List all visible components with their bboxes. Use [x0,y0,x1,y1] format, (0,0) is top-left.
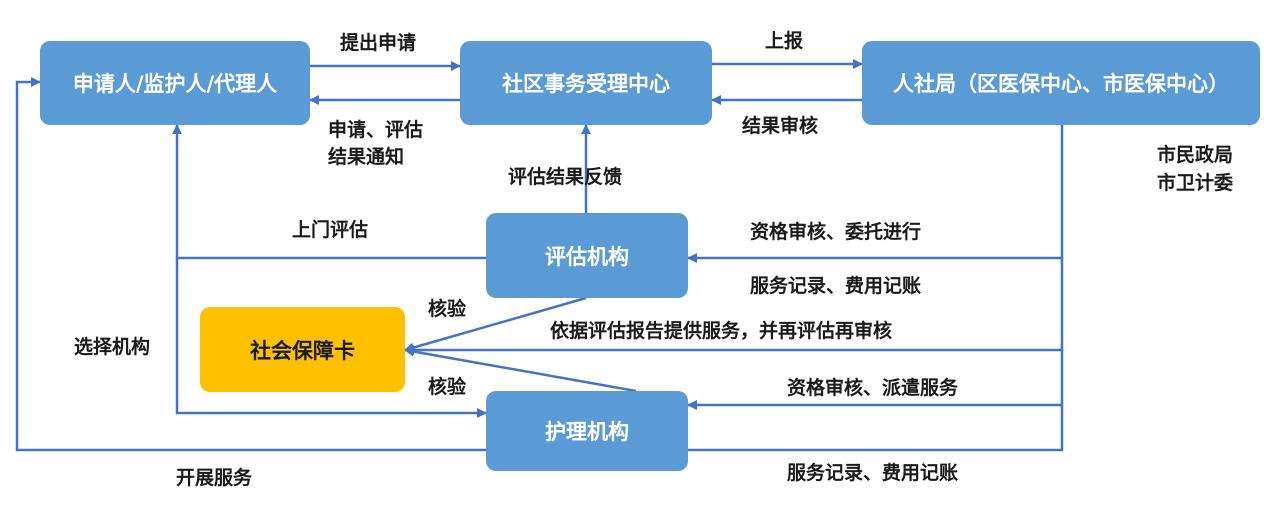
label-record-billing-2: 服务记录、费用记账 [787,462,959,484]
node-assessment: 评估机构 [486,213,688,298]
label-choose: 选择机构 [74,336,151,358]
label-record-billing-1: 服务记录、费用记账 [750,275,922,297]
label-report: 上报 [765,30,804,52]
label-notify-2: 结果通知 [328,146,405,168]
label-qualify-entrust: 资格审核、委托进行 [750,221,922,243]
label-qualify-dispatch: 资格审核、派遣服务 [787,377,959,399]
label-provide-service: 依据评估报告提供服务，并再评估再审核 [550,320,893,342]
line-record-billing [688,405,1064,452]
arrow-verify-2 [404,346,637,393]
label-verify-2: 核验 [428,376,467,398]
arrow-choose [175,258,487,418]
node-care-institution: 护理机构 [486,391,688,471]
node-applicant: 申请人/监护人/代理人 [40,41,310,125]
label-review-result: 结果审核 [742,115,819,137]
label-feedback: 评估结果反馈 [508,166,623,188]
label-agencies-2: 市卫计委 [1157,172,1234,194]
label-submit: 提出申请 [340,32,417,54]
label-agencies-1: 市民政局 [1157,144,1234,166]
label-notify-1: 申请、评估 [328,119,424,141]
label-home-assess: 上门评估 [292,219,369,241]
arrow-start-service [15,77,486,452]
label-verify-1: 核验 [428,298,467,320]
label-start-service: 开展服务 [176,467,253,489]
node-community: 社区事务受理中心 [460,41,712,125]
node-bureau: 人社局（区医保中心、市医保中心） [862,41,1260,125]
node-social-security-card: 社会保障卡 [200,307,405,392]
arrow-verify-1 [404,296,587,353]
